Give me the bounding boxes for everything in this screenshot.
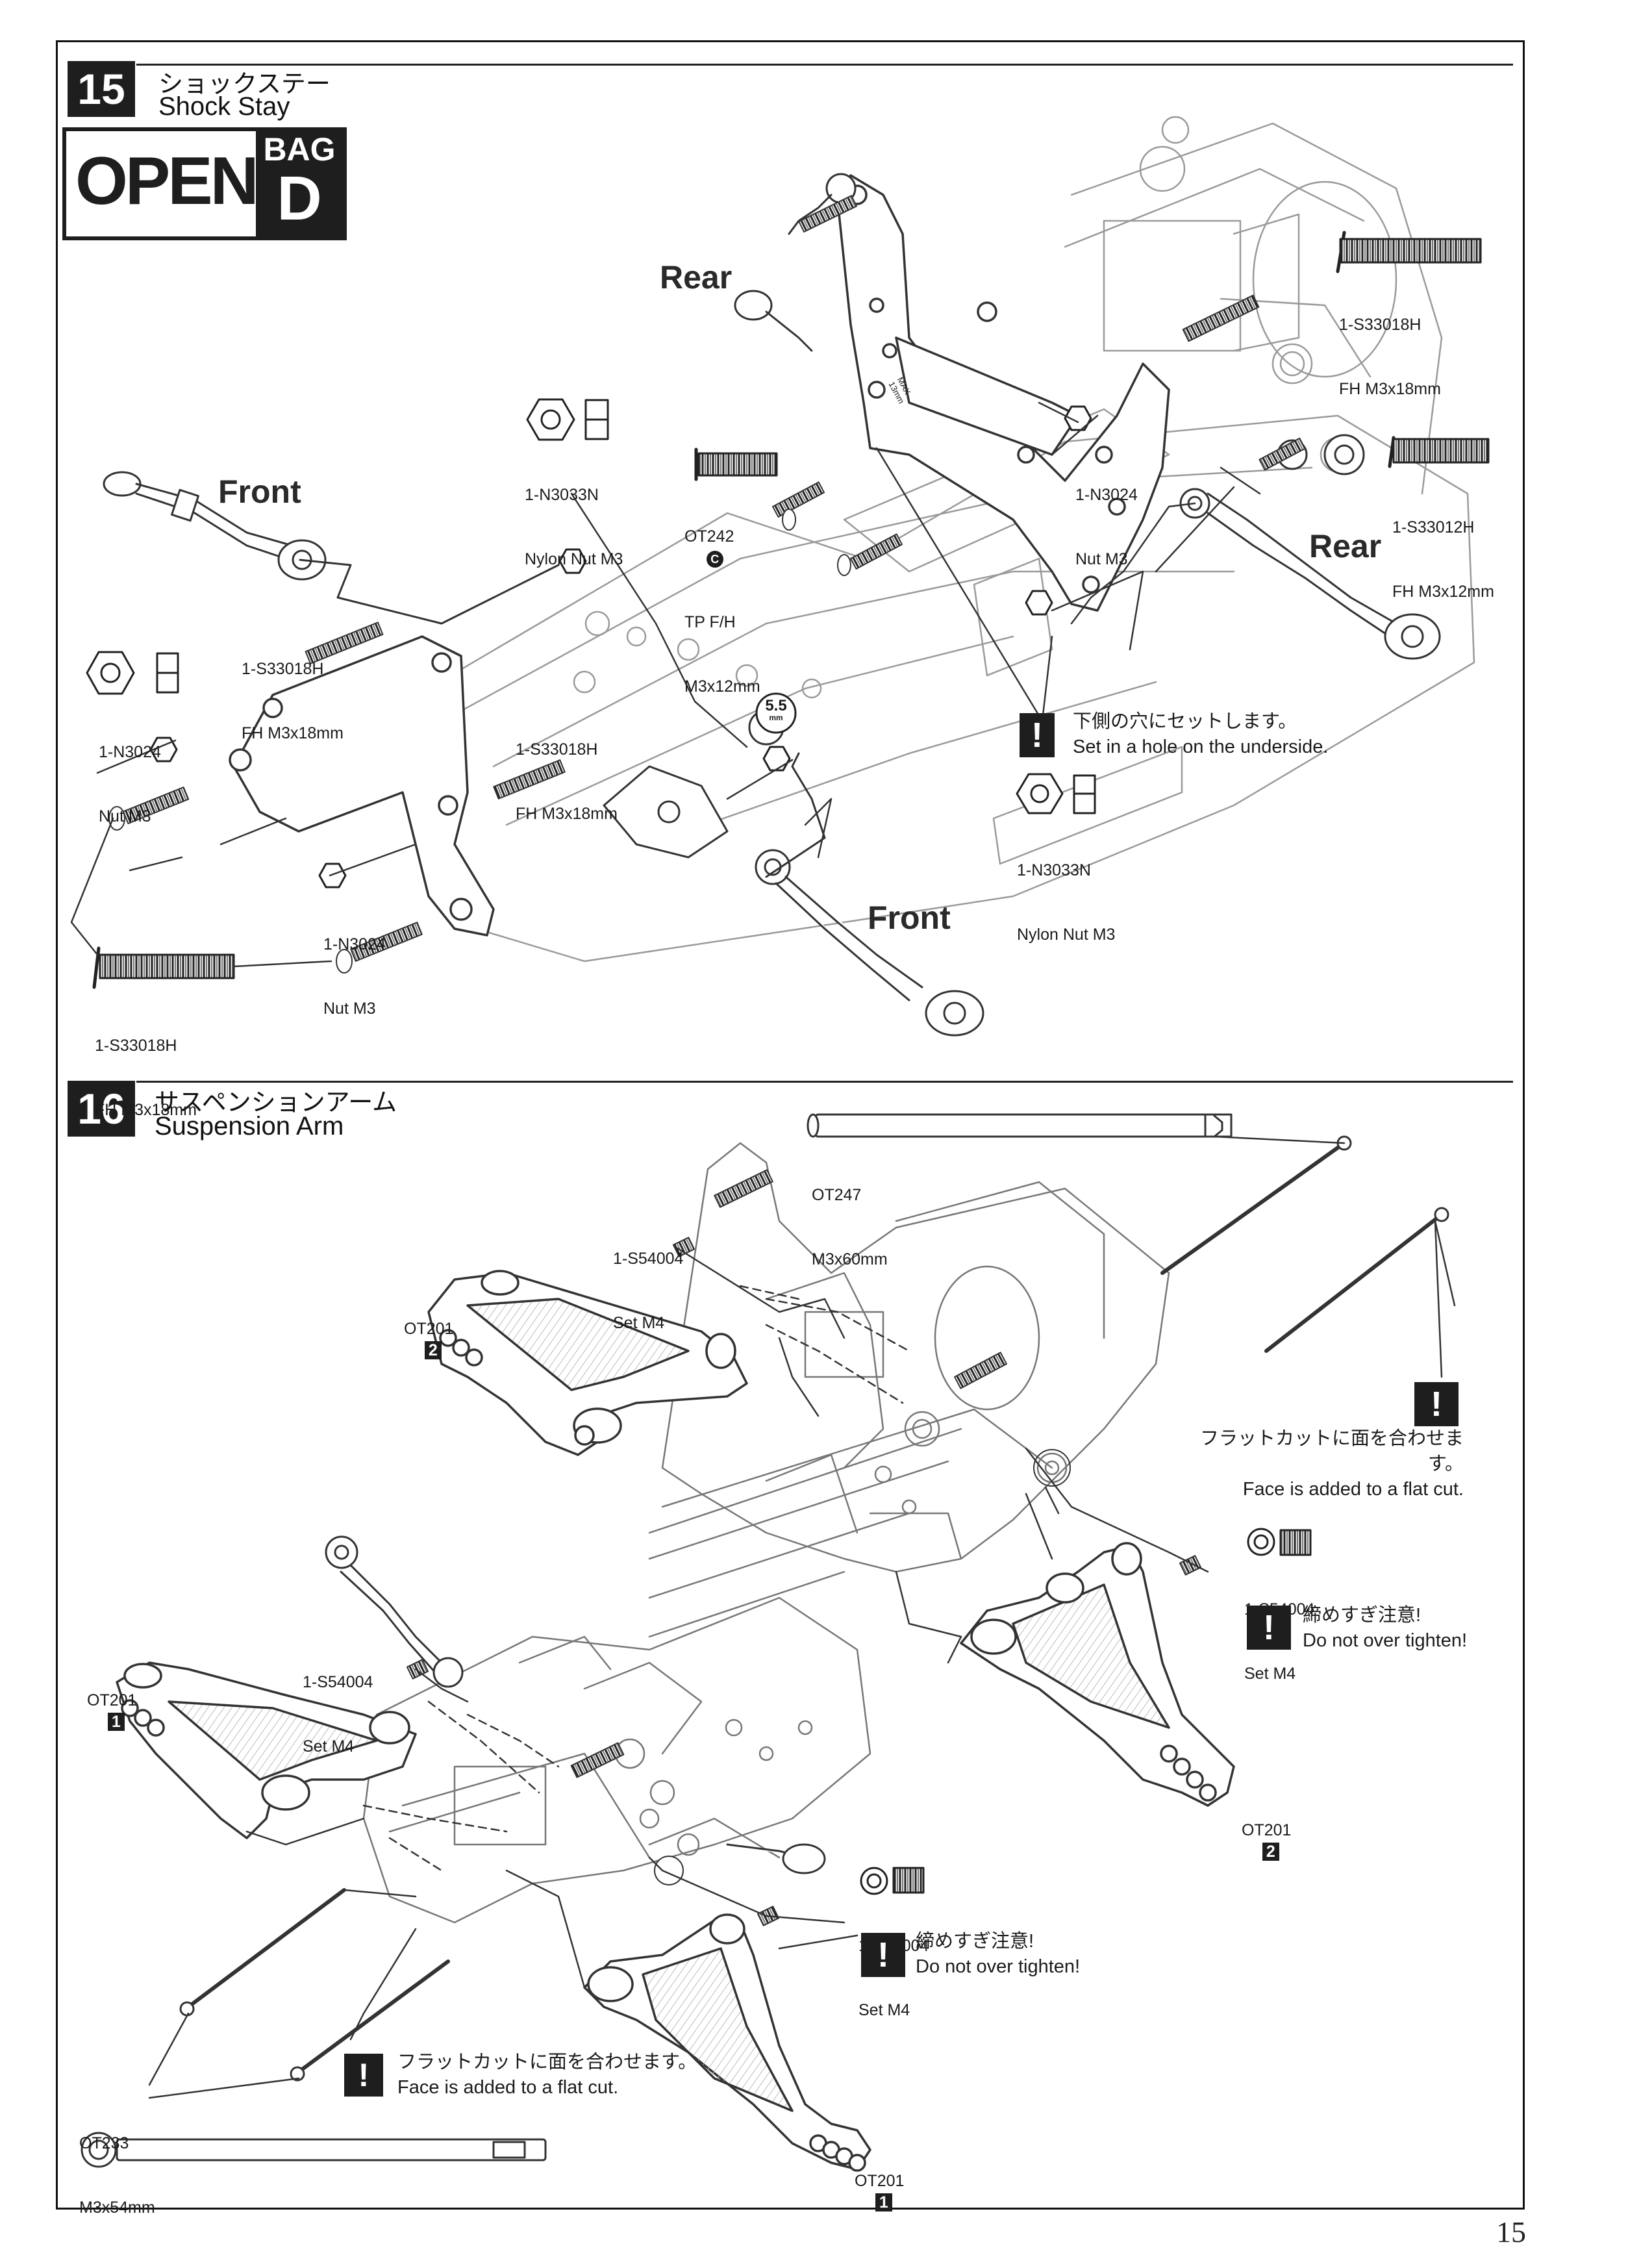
step-16-title-en: Suspension Arm — [155, 1112, 344, 1140]
arm-ot201-2-right — [960, 1542, 1235, 1807]
step-16-rule — [136, 1081, 1513, 1083]
step-15-title-jp: ショックステー — [158, 71, 331, 98]
part-icons-step16 — [860, 1528, 1312, 1895]
label-front-left: Front — [218, 473, 301, 510]
label-ot201-2-right: OT201 2 — [1242, 1821, 1292, 1861]
wrench-size-label: 5.5 mm — [765, 697, 787, 723]
page-frame — [56, 40, 1525, 2210]
note-flatcut-right: フラットカットに面を合わせます。 Face is added to a flat… — [1199, 1428, 1464, 1500]
label-s33018h-top-right: 1-S33018H FH M3x18mm — [1339, 316, 1441, 398]
warning-icon-overtighten-right: ! — [1247, 1606, 1291, 1650]
label-n3033n-top: 1-N3033N Nylon Nut M3 — [525, 486, 623, 568]
label-front-right: Front — [868, 900, 951, 936]
step16-front-chassis — [362, 1596, 871, 1924]
arm-ot201-1-bottom — [583, 1913, 871, 2172]
label-s54004-left: 1-S54004 Set M4 — [303, 1673, 373, 1756]
note-overtighten-right: 締めすぎ注意! Do not over tighten! — [1303, 1605, 1468, 1651]
label-ot201-2-top: OT201 2 — [404, 1320, 454, 1359]
label-s54004-right: 1-S54004 Set M4 — [1244, 1600, 1314, 1683]
arm-ot201-1-left — [116, 1661, 417, 1839]
label-ot247: OT247 M3x60mm — [812, 1186, 888, 1268]
wrench-badge — [755, 692, 797, 734]
label-rear-left: Rear — [660, 259, 733, 296]
label-n3024-left: 1-N3024 Nut M3 — [99, 743, 161, 825]
step-15-title-en: Shock Stay — [158, 92, 290, 121]
step15-screws — [108, 195, 1306, 974]
page-number: 15 — [1496, 2215, 1526, 2249]
label-s33018h-left: 1-S33018H FH M3x18mm — [242, 660, 344, 742]
front-rod-end-right — [755, 849, 984, 1037]
label-n3024-bottom: 1-N3024 Nut M3 — [323, 935, 386, 1018]
hinge-pins — [81, 1113, 1449, 2168]
warning-icon-overtighten-bottom: ! — [861, 1933, 905, 1977]
label-n3033n-right: 1-N3033N Nylon Nut M3 — [1017, 861, 1116, 944]
bag-d-box: BAG D — [256, 131, 343, 236]
label-ot201-1-bottom: OT201 1 — [855, 2172, 905, 2211]
step-15-number: 15 — [68, 61, 135, 117]
label-s33018h-center: 1-S33018H FH M3x18mm — [516, 740, 618, 823]
label-ot242: OT242 C TP F/H M3x12mm — [684, 527, 760, 696]
open-bag-box: OPEN BAG D — [62, 127, 347, 240]
step-16-number: 16 — [68, 1081, 135, 1137]
dashed-guides — [362, 1285, 910, 1872]
step-16-title-jp: サスペンションアーム — [155, 1089, 397, 1116]
leader-lines-step16 — [148, 1135, 1456, 2099]
label-s33012h: 1-S33012H FH M3x12mm — [1392, 518, 1494, 601]
label-rear-right: Rear — [1309, 528, 1382, 564]
arm-ot201-2-top — [427, 1270, 748, 1456]
warning-icon-flatcut-bottom: ! — [344, 2054, 383, 2097]
label-ot201-1-left: OT201 1 — [87, 1691, 137, 1731]
leader-lines-step15 — [70, 401, 1261, 968]
bag-letter: D — [277, 164, 322, 233]
ot242-badge: C — [706, 551, 723, 568]
front-shock-stay — [229, 635, 495, 937]
front-bulkhead-mount — [603, 709, 784, 859]
ot201-1-left-badge: 1 — [107, 1713, 125, 1731]
step16-front-rod-end — [325, 1535, 826, 1874]
part-icons-step15 — [86, 231, 1490, 989]
warning-icon-flatcut-right: ! — [1414, 1382, 1459, 1426]
step16-rear-chassis — [648, 1142, 1170, 1638]
ot201-2-top-badge: 2 — [424, 1341, 442, 1359]
ot201-2-right-badge: 2 — [1262, 1843, 1279, 1861]
bag-label: BAG — [263, 131, 336, 168]
step-15-rule — [136, 64, 1513, 66]
warning-icon: ! — [1020, 713, 1055, 757]
label-s54004-top: 1-S54004 Set M4 — [613, 1250, 684, 1332]
label-s33018h-bottom: 1-S33018H FH M3x18mm — [95, 1037, 197, 1119]
open-label: OPEN — [75, 144, 259, 219]
rear-rod-ends — [734, 173, 1441, 660]
note-overtighten-bottom: 締めすぎ注意! Do not over tighten! — [916, 1931, 1081, 1977]
note-underside: 下側の穴にセットします。 Set in a hole on the unders… — [1073, 711, 1329, 757]
note-flatcut-bottom: フラットカットに面を合わせます。 Face is added to a flat… — [397, 2052, 697, 2098]
label-n3024-upper: 1-N3024 Nut M3 — [1075, 486, 1138, 568]
ot201-1-bottom-badge: 1 — [875, 2193, 892, 2211]
step16-set-screws — [406, 1169, 1202, 1926]
label-ot233: OT233 M3x54mm — [79, 2134, 155, 2217]
